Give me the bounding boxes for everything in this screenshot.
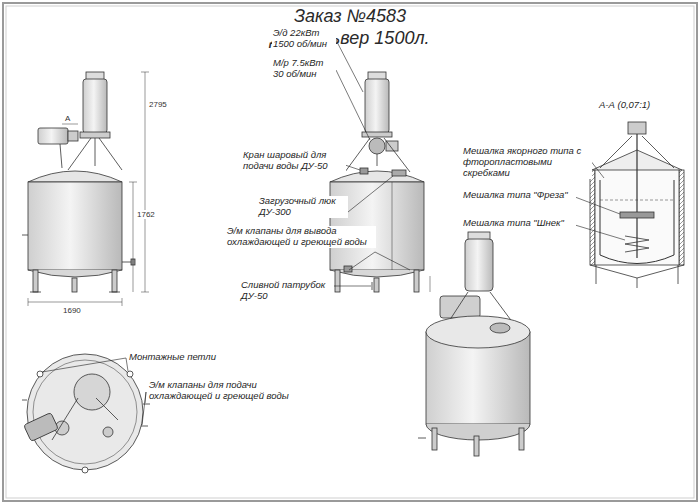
isometric-view [418, 232, 530, 456]
top-view [22, 354, 150, 473]
dimension-value: 2795 [148, 100, 168, 109]
section-view [590, 122, 684, 288]
callout-label: Монтажные петли [128, 352, 240, 363]
sheet-frame-inner [6, 6, 694, 498]
dimension-value: А [64, 114, 71, 123]
callout-label: Кран шаровый для подачи воды ДУ-50 [242, 150, 346, 172]
dimension-value: 1762 [136, 210, 156, 219]
callout-label: Загрузочный люк ДУ-300 [258, 196, 348, 218]
dimension-value: 1690 [62, 306, 82, 315]
callout-label: М/р 7.5кВт 30 об/мин [272, 58, 336, 80]
callout-label: А-А (0,07:1) [598, 100, 651, 111]
sheet-frame [3, 3, 697, 501]
callout-label: Э/м клапаны для вывода охлаждающей и гре… [226, 226, 376, 248]
front-view [22, 72, 149, 306]
callout-label: Мешалка типа "Шнек" [462, 218, 576, 229]
callout-label: Мешалка типа "Фреза" [462, 190, 576, 201]
leader-lines [42, 40, 625, 425]
side-view [330, 72, 430, 292]
callout-label: Мешалка якорного типа с фторопластовыми … [462, 146, 592, 179]
callout-label: Э/м клапаны для подачи охлаждающей и гре… [148, 380, 300, 402]
callout-label: Э/д 22кВт 1500 об/мин [272, 28, 336, 50]
callout-label: Сливной патрубок ДУ-50 [240, 280, 334, 302]
